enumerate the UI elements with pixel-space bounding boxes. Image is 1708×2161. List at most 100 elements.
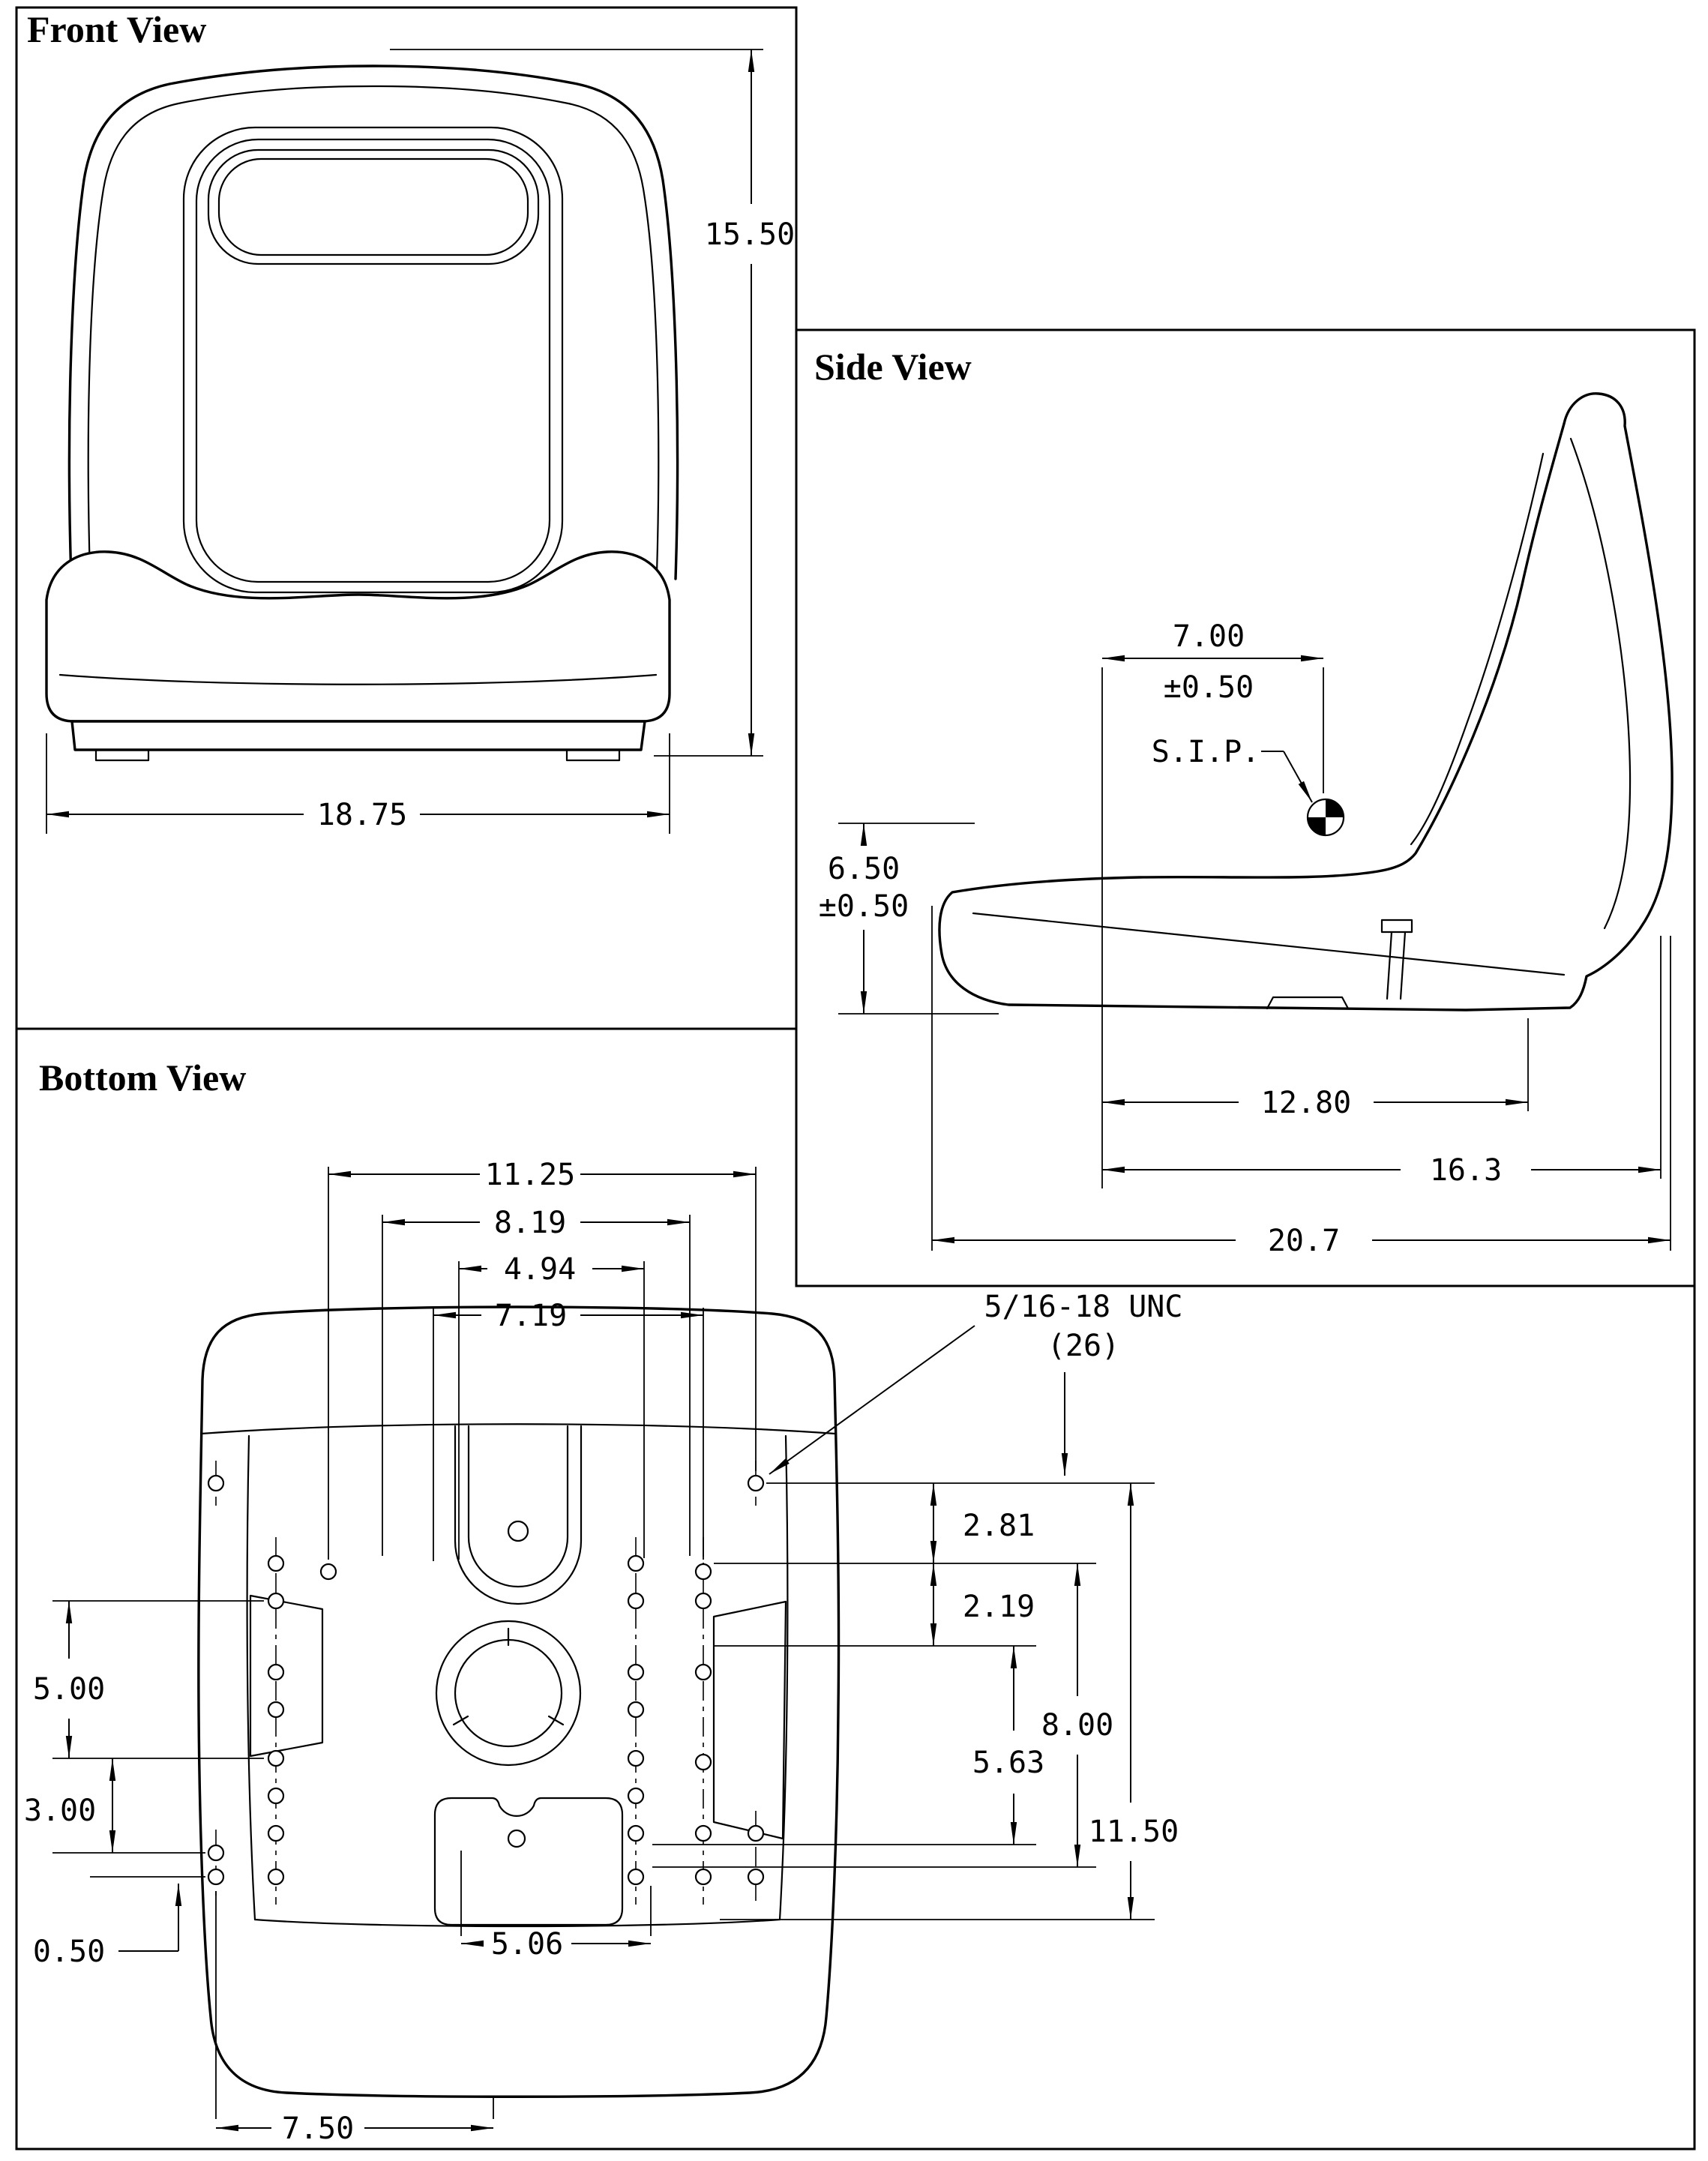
- left-pocket: [249, 1594, 324, 1758]
- sip-label: S.I.P.: [1152, 735, 1260, 769]
- mounting-hole: [627, 1701, 645, 1719]
- seat-back-outline: [67, 64, 679, 580]
- base-foot-left: [94, 748, 150, 762]
- mounting-hole: [267, 1701, 285, 1719]
- dim-sip-setback-tol: ±0.50: [1164, 670, 1254, 705]
- mounting-hole: [627, 1824, 645, 1842]
- mounting-hole: [207, 1868, 225, 1886]
- mounting-hole: [319, 1563, 337, 1581]
- bottom-outline: [197, 1305, 841, 2098]
- mounting-hole: [694, 1663, 712, 1681]
- center-hub-outer: [435, 1620, 582, 1767]
- dim-2-81: 2.81: [963, 1509, 1035, 1543]
- mounting-hole: [267, 1868, 285, 1886]
- front-pocket-hole: [507, 1829, 526, 1848]
- side-dimensions: 7.00 ±0.50 S.I.P. 6.50 ±0.50 12.80 16.3 …: [819, 619, 1671, 1258]
- dim-8-00: 8.00: [1041, 1708, 1113, 1743]
- seat-back-inner-line: [87, 85, 660, 575]
- bottom-dimensions-top: 11.25 8.19 4.94 7.19: [328, 1158, 757, 1561]
- dim-4-94: 4.94: [504, 1252, 576, 1287]
- rear-slot-outer: [454, 1425, 583, 1605]
- mounting-hole: [207, 1474, 225, 1492]
- mounting-hole: [627, 1554, 645, 1572]
- mounting-hole: [267, 1787, 285, 1805]
- mounting-hole: [694, 1563, 712, 1581]
- mounting-hole: [267, 1749, 285, 1767]
- dim-0-50: 0.50: [33, 1935, 105, 1969]
- dim-2-19: 2.19: [963, 1590, 1035, 1624]
- side-profile-outline: [938, 392, 1674, 1012]
- dim-11-25: 11.25: [485, 1158, 575, 1192]
- mounting-hole: [627, 1868, 645, 1886]
- headrest-outer: [207, 148, 540, 265]
- mounting-hole: [267, 1663, 285, 1681]
- rear-lip-line: [199, 1423, 837, 1435]
- dim-3-00: 3.00: [24, 1794, 96, 1828]
- front-dimensions: 15.50 18.75: [46, 49, 795, 834]
- dim-cushion-height: 6.50: [828, 852, 900, 886]
- dim-7-50: 7.50: [282, 2112, 354, 2146]
- base-notch: [1266, 996, 1350, 1010]
- bottom-dimensions-left: 5.00 3.00 0.50: [24, 1600, 264, 1969]
- dim-overall-width: 18.75: [317, 798, 407, 832]
- dim-overall-depth: 20.7: [1268, 1224, 1340, 1258]
- backrest-inset-inner: [195, 138, 551, 583]
- seat-base: [70, 720, 646, 751]
- bottom-view: Bottom View: [24, 1057, 1183, 2146]
- bottom-dimensions-right: 2.81 2.19 5.63 8.00 11.50: [652, 1482, 1179, 1920]
- bottom-dimensions-bottom: 5.06 7.50: [215, 1851, 652, 2146]
- side-view: Side View 7.00 ±0.50 S.I.P.: [814, 346, 1674, 1258]
- side-view-title: Side View: [814, 346, 972, 388]
- thread-spec-label: 5/16-18 UNC: [984, 1290, 1183, 1324]
- front-view: Front View 15.50 18.75: [27, 8, 795, 834]
- right-side-contour: [778, 1434, 789, 1921]
- bottom-seat-drawing: [197, 1305, 841, 2098]
- backrest-inset-outer: [182, 126, 564, 594]
- bottom-view-title: Bottom View: [39, 1057, 246, 1098]
- dim-cushion-height-tol: ±0.50: [819, 889, 909, 924]
- mounting-hole: [627, 1663, 645, 1681]
- mounting-hole: [267, 1824, 285, 1842]
- cushion-seam: [58, 673, 658, 685]
- mounting-hole: [694, 1824, 712, 1842]
- sip-symbol: [1306, 798, 1345, 837]
- dim-8-19: 8.19: [494, 1206, 566, 1240]
- dim-sip-setback: 7.00: [1173, 619, 1245, 654]
- thread-callout: 5/16-18 UNC (26): [769, 1290, 1182, 1476]
- rear-slot-hole: [507, 1520, 529, 1542]
- side-seat-drawing: [938, 392, 1674, 1012]
- mounting-hole: [267, 1554, 285, 1572]
- dim-5-00: 5.00: [33, 1672, 105, 1707]
- headrest-inner: [217, 157, 529, 256]
- dim-11-50: 11.50: [1089, 1815, 1179, 1849]
- dim-overall-height: 15.50: [705, 217, 795, 252]
- mounting-hole: [694, 1753, 712, 1771]
- cushion-outline: [45, 550, 671, 723]
- mounting-hole: [627, 1787, 645, 1805]
- left-side-contour: [246, 1434, 256, 1921]
- right-pocket: [712, 1600, 787, 1840]
- front-view-title: Front View: [27, 8, 206, 50]
- mounting-hole: [627, 1592, 645, 1610]
- thread-qty-label: (26): [1047, 1329, 1119, 1363]
- front-pocket: [433, 1797, 624, 1926]
- dim-7-19: 7.19: [495, 1299, 567, 1333]
- mounting-hole: [694, 1868, 712, 1886]
- mounting-hole: [267, 1592, 285, 1610]
- base-foot-right: [565, 748, 621, 762]
- mounting-hole: [627, 1749, 645, 1767]
- backrest-rear-seam: [1569, 437, 1632, 930]
- mounting-holes: [207, 1474, 765, 1886]
- mounting-hole: [747, 1474, 765, 1492]
- adjuster-lever-top: [1380, 919, 1413, 934]
- mounting-hole: [694, 1592, 712, 1610]
- front-seat-drawing: [45, 64, 679, 762]
- mounting-hole: [747, 1868, 765, 1886]
- dim-5-63: 5.63: [972, 1746, 1044, 1780]
- mounting-hole: [747, 1824, 765, 1842]
- dim-mid-length: 16.3: [1430, 1153, 1502, 1188]
- mounting-hole: [207, 1844, 225, 1862]
- seat-pan-line: [972, 912, 1566, 976]
